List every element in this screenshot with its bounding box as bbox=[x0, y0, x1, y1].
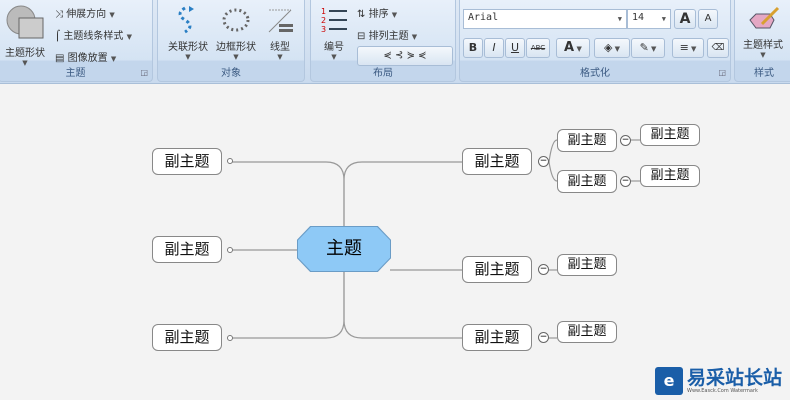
subtopic-right-2[interactable]: 副主题 bbox=[462, 256, 532, 283]
connector-dot bbox=[227, 335, 233, 341]
arrange-button[interactable]: ⊟ 排列主题 ▼ bbox=[357, 31, 418, 42]
connector-dot bbox=[227, 247, 233, 253]
dialog-launcher-icon[interactable]: ◲ bbox=[140, 68, 148, 77]
subtopic-child[interactable]: 副主题 bbox=[557, 129, 617, 152]
subtopic-child[interactable]: 副主题 bbox=[557, 170, 617, 193]
collapse-icon[interactable]: − bbox=[538, 332, 549, 343]
line-color-button[interactable]: ✎ ▼ bbox=[631, 38, 665, 58]
style-group: 主题样式▼ 样式 bbox=[734, 0, 790, 82]
grow-font-button[interactable]: A bbox=[674, 9, 696, 29]
relation-shape-button[interactable]: 关联形状▼ bbox=[162, 4, 214, 61]
direction-button[interactable]: ⤨ 伸展方向 ▼ bbox=[55, 9, 115, 20]
layout-tree-icon[interactable]: ⋞ ⊰ ⋟ ⋞ bbox=[383, 50, 427, 61]
subtopic-left-1[interactable]: 副主题 bbox=[152, 148, 222, 175]
dialog-launcher-icon[interactable]: ◲ bbox=[718, 68, 726, 77]
collapse-icon[interactable]: − bbox=[620, 176, 631, 187]
arrange-icon: ⊟ bbox=[357, 31, 366, 42]
theme-shape-icon bbox=[6, 5, 44, 39]
collapse-icon[interactable]: − bbox=[538, 264, 549, 275]
svg-text:1: 1 bbox=[321, 7, 326, 16]
font-color-button[interactable]: A ▼ bbox=[556, 38, 590, 58]
collapse-icon[interactable]: − bbox=[538, 156, 549, 167]
theme-group: 主题形状▼ ⤨ 伸展方向 ▼ ⌠ 主题线条样式 ▼ ▤ 图像放置 ▼ 主题 ◲ bbox=[0, 0, 153, 82]
sort-icon: ⇅ bbox=[357, 9, 366, 20]
central-topic[interactable]: 主题 bbox=[298, 227, 390, 271]
numbering-icon: 123 bbox=[321, 7, 347, 34]
underline-button[interactable]: U bbox=[505, 38, 525, 58]
subtopic-left-2[interactable]: 副主题 bbox=[152, 236, 222, 263]
shrink-font-button[interactable]: A bbox=[698, 9, 718, 29]
clear-format-button[interactable]: ⌫ bbox=[707, 38, 729, 58]
ribbon: 主题形状▼ ⤨ 伸展方向 ▼ ⌠ 主题线条样式 ▼ ▤ 图像放置 ▼ 主题 ◲ … bbox=[0, 0, 790, 84]
line-type-button[interactable]: 线型▼ bbox=[258, 4, 302, 61]
theme-style-button[interactable]: 主题样式▼ bbox=[735, 6, 790, 59]
line-type-icon bbox=[268, 9, 293, 33]
watermark-logo-icon: e bbox=[655, 367, 683, 395]
watermark: e 易采站长站 Www.Easck.Com Watermark bbox=[655, 367, 782, 395]
brush-icon: ✎ bbox=[639, 41, 649, 54]
collapse-icon[interactable]: − bbox=[620, 135, 631, 146]
align-icon: ≡ bbox=[679, 41, 689, 54]
svg-text:2: 2 bbox=[321, 16, 326, 25]
format-group: Arial▼ 14▼ A A B I U ABC A ▼ ◈ ▼ ✎ ▼ ≡ ▼… bbox=[459, 0, 731, 82]
eraser-icon: ⌫ bbox=[711, 43, 725, 53]
bold-button[interactable]: B bbox=[463, 38, 483, 58]
subtopic-left-3[interactable]: 副主题 bbox=[152, 324, 222, 351]
font-select[interactable]: Arial▼ bbox=[463, 9, 627, 29]
paint-bucket-icon: ◈ bbox=[603, 41, 613, 54]
strikethrough-button[interactable]: ABC bbox=[526, 38, 550, 58]
layout-style-buttons[interactable]: ⋞ ⊰ ⋟ ⋞ bbox=[357, 46, 453, 66]
line-style-button[interactable]: ⌠ 主题线条样式 ▼ bbox=[55, 31, 132, 42]
subtopic-grandchild[interactable]: 副主题 bbox=[640, 165, 700, 187]
subtopic-right-1[interactable]: 副主题 bbox=[462, 148, 532, 175]
image-place-button[interactable]: ▤ 图像放置 ▼ bbox=[55, 53, 117, 64]
align-button[interactable]: ≡ ▼ bbox=[672, 38, 704, 58]
subtopic-child[interactable]: 副主题 bbox=[557, 321, 617, 343]
object-group: 关联形状▼ 边框形状▼ 线型▼ 对象 bbox=[157, 0, 305, 82]
boundary-icon bbox=[222, 8, 250, 32]
fill-color-button[interactable]: ◈ ▼ bbox=[594, 38, 630, 58]
sort-button[interactable]: ⇅ 排序 ▼ bbox=[357, 9, 398, 20]
subtopic-grandchild[interactable]: 副主题 bbox=[640, 124, 700, 146]
theme-style-icon bbox=[749, 6, 780, 29]
image-icon: ▤ bbox=[55, 53, 65, 64]
subtopic-child[interactable]: 副主题 bbox=[557, 254, 617, 276]
connector-dot bbox=[227, 158, 233, 164]
svg-text:3: 3 bbox=[321, 25, 326, 34]
line-icon: ⌠ bbox=[55, 31, 61, 42]
subtopic-right-3[interactable]: 副主题 bbox=[462, 324, 532, 351]
direction-icon: ⤨ bbox=[55, 9, 63, 20]
boundary-shape-button[interactable]: 边框形状▼ bbox=[210, 4, 262, 61]
italic-button[interactable]: I bbox=[484, 38, 504, 58]
font-size-select[interactable]: 14▼ bbox=[627, 9, 671, 29]
relation-icon bbox=[178, 6, 194, 34]
theme-shape-button[interactable]: 主题形状▼ bbox=[0, 4, 51, 67]
